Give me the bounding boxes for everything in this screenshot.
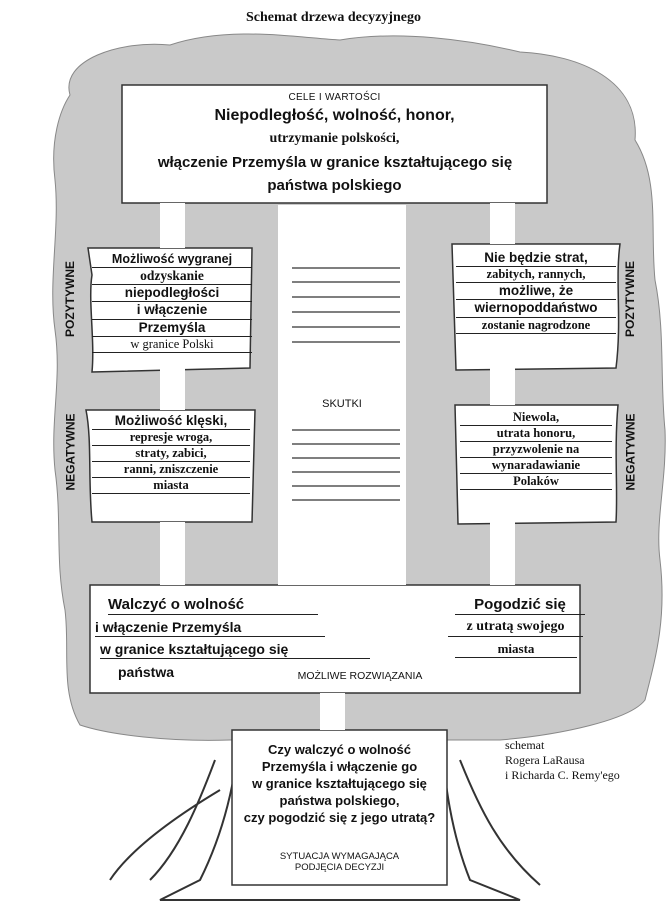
fight-positive-line: niepodległości [92,285,252,303]
accept-positive-line: Nie będzie strat, [456,250,616,268]
accept-negative-line: Polaków [460,474,612,490]
situation-panel [231,729,448,886]
fight-negative-line: represje wroga, [92,430,250,447]
accept-positive-panel [451,243,621,371]
fight-positive-line: odzyskanie [92,268,252,286]
credit-line: Rogera LaRausa [505,753,585,767]
fight-negative-line: Możliwość klęski, [92,413,250,431]
accept-positive-line: wiernopoddaństwo [456,300,616,318]
blank-lines-lower [292,429,400,501]
situation-question-line: w granice kształtującego się [252,775,427,791]
option-accept-line: Pogodzić się [455,596,585,615]
option-fight-line: Walczyć o wolność [108,596,318,615]
options-panel [89,584,581,694]
situation-heading-line: PODJĘCIA DECYZJI [294,861,385,873]
goals-heading: CELE I WARTOŚCI [288,92,381,103]
fight-positive-text: Możliwość wygranej odzyskanie niepodległ… [92,252,252,353]
fight-positive-line: Możliwość wygranej [92,252,252,268]
fight-negative-line: straty, zabici, [92,446,250,463]
fight-positive-line: i włączenie [92,302,252,320]
situation-question-line: Przemyśla i włączenie go [261,758,418,774]
accept-negative-line: przyzwolenie na [460,442,612,458]
accept-negative-text: Niewola, utrata honoru, przyzwolenie na … [460,410,612,490]
goals-line-4: państwa polskiego [267,177,402,194]
accept-positive-line: możliwe, że [456,283,616,301]
option-fight-line: i włączenie Przemyśla [95,619,325,637]
situation-question: Czy walczyć o wolność Przemyśla i włącze… [232,742,447,826]
accept-positive-text: Nie będzie strat, zabitych, rannych, moż… [456,250,616,334]
side-label-positive-right: POZYTYWNE [623,260,638,338]
credit-line: schemat [505,738,545,752]
situation-question-line: czy pogodzić się z jego utratą? [243,809,436,825]
fight-negative-text: Możliwość klęski, represje wroga, straty… [92,413,250,495]
accept-negative-line: utrata honoru, [460,426,612,442]
goals-line-3: włączenie Przemyśla w granice kształtują… [157,154,513,171]
diagram-title: Schemat drzewa decyzyjnego [246,10,421,25]
consequences-heading: SKUTKI [322,398,362,410]
accept-negative-line: Niewola, [460,410,612,426]
credit-note: schemat Rogera LaRausa i Richarda C. Rem… [505,738,655,783]
goals-line-2: utrzymanie polskości, [269,131,400,146]
accept-positive-line: zostanie nagrodzone [456,318,616,334]
fight-negative-line: miasta [92,478,250,495]
option-accept-line: z utratą swojego [448,619,583,637]
options-heading: MOŻLIWE ROZWIĄZANIA [297,670,423,682]
goals-line-1: Niepodległość, wolność, honor, [214,107,455,124]
option-accept-line: miasta [455,641,577,658]
goals-panel [121,84,548,204]
side-label-negative-right: NEGATYWNE [623,413,638,491]
fight-positive-panel [87,247,253,373]
situation-question-line: Czy walczyć o wolność [267,742,412,757]
center-column [278,205,406,585]
option-fight-line: państwa [118,664,175,680]
fight-positive-line: w granice Polski [92,337,252,353]
option-fight-line: w granice kształtującego się [100,641,370,659]
accept-negative-line: wynaradawianie [460,458,612,474]
fight-negative-line: ranni, zniszczenie [92,462,250,479]
credit-line: i Richarda C. Remy'ego [505,768,620,782]
fight-positive-line: Przemyśla [92,320,252,337]
situation-heading-line: SYTUACJA WYMAGAJĄCA [279,851,400,862]
blank-lines-upper [292,267,400,343]
situation-question-line: państwa polskiego, [279,792,400,808]
accept-negative-panel [454,404,619,525]
side-label-positive-left: POZYTYWNE [63,260,78,338]
situation-heading: SYTUACJA WYMAGAJĄCA PODJĘCIA DECYZJI [232,851,447,874]
side-label-negative-left: NEGATYWNE [63,413,78,491]
accept-positive-line: zabitych, rannych, [456,267,616,284]
